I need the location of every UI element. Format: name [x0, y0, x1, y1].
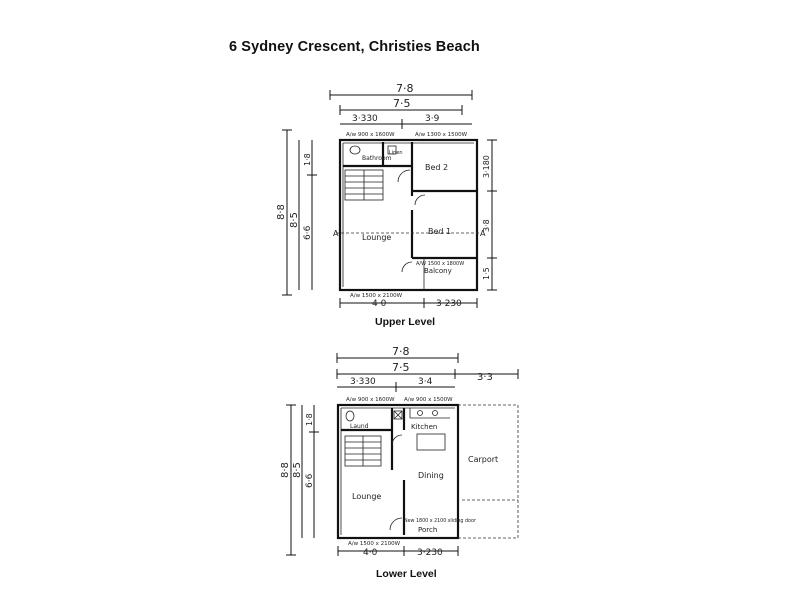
- upper-window-bottom: A/w 1500 x 2100W: [350, 293, 403, 299]
- lower-left-dimensions: 8·8 8·5 1·8 6·6: [280, 404, 319, 556]
- upper-dim-bottom-right: 3·230: [436, 299, 462, 309]
- upper-room-bed1: Bed 1: [428, 227, 451, 236]
- upper-outer-walls: [338, 138, 479, 292]
- lower-room-laundry: Laund: [350, 423, 369, 430]
- upper-right-dimensions: 3·180 3·8 1·5: [482, 139, 497, 291]
- upper-dim-right-top: 3·180: [482, 155, 491, 178]
- upper-section-mark-right: A: [480, 229, 486, 238]
- lower-room-lounge: Lounge: [352, 492, 381, 501]
- upper-window-balcony: A/W 1500 x 1800W: [416, 261, 464, 267]
- lower-dim-left-outer: 8·8: [280, 462, 291, 478]
- upper-room-lounge: Lounge: [362, 233, 391, 242]
- lower-window-porch: New 1800 x 2100 sliding door: [404, 518, 476, 524]
- upper-window-top-right: A/w 1300 x 1500W: [415, 132, 468, 138]
- upper-level-label: Upper Level: [375, 316, 436, 328]
- lower-dim-top-left: 3·330: [350, 377, 376, 387]
- lower-window-top-right: A/w 900 x 1500W: [404, 397, 453, 403]
- lower-window-top-left: A/w 900 x 1600W: [346, 397, 395, 403]
- lower-dim-top-right: 3·4: [418, 377, 433, 387]
- upper-top-dimensions: 7·8 7·5 3·330 3·9: [329, 82, 473, 129]
- lower-dim-left-top: 1·8: [305, 413, 314, 426]
- lower-top-dimensions: 7·8 7·5 3·3 3·330 3·4: [336, 345, 519, 392]
- upper-room-linen: Linen: [389, 150, 403, 156]
- lower-stairs: [344, 435, 382, 467]
- lower-level-plan: 7·8 7·5 3·3 3·330 3·4 A/w 900 x 1600W A/…: [280, 345, 519, 558]
- upper-dim-left-bottom: 6·6: [303, 225, 313, 240]
- lower-toilet-icon: [345, 410, 355, 422]
- upper-left-dimensions: 8·8 8·5 1·8 6·6: [276, 129, 317, 296]
- upper-room-balcony: Balcony: [424, 267, 452, 275]
- lower-dim-left-inner: 8·5: [292, 462, 303, 478]
- upper-dim-right-bottom: 1·5: [482, 267, 491, 280]
- lower-fridge-icon: [393, 410, 403, 420]
- upper-dim-right-mid: 3·8: [482, 219, 491, 232]
- upper-room-bathroom: Bathroom: [362, 155, 392, 162]
- lower-kitchen-island: [416, 433, 446, 451]
- upper-room-bed2: Bed 2: [425, 163, 448, 172]
- lower-dim-bottom-right: 3·230: [417, 548, 443, 558]
- lower-window-bottom: A/w 1500 x 2100W: [348, 541, 401, 547]
- upper-dim-top-left: 3·330: [352, 114, 378, 124]
- page-title: 6 Sydney Crescent, Christies Beach: [229, 39, 480, 55]
- upper-dim-top-right: 3·9: [425, 114, 440, 124]
- upper-dim-left-outer: 8·8: [276, 204, 287, 220]
- upper-toilet-icon: [349, 145, 361, 155]
- lower-dim-left-bottom: 6·6: [305, 473, 315, 488]
- upper-dim-top-inner: 7·5: [393, 97, 411, 110]
- upper-dim-left-top: 1·8: [303, 153, 312, 166]
- upper-dim-left-inner: 8·5: [289, 212, 300, 228]
- lower-dim-carport-width: 3·3: [477, 372, 493, 383]
- lower-dim-top-inner: 7·5: [392, 361, 410, 374]
- lower-room-kitchen: Kitchen: [411, 423, 437, 431]
- upper-section-mark-left: A: [333, 229, 339, 238]
- lower-dim-bottom-left: 4·0: [363, 548, 378, 558]
- lower-room-dining: Dining: [418, 471, 444, 480]
- lower-dim-top-total: 7·8: [392, 345, 410, 358]
- upper-level-plan: 7·8 7·5 3·330 3·9 A/w 900 x 1600W A/w 13…: [276, 82, 497, 309]
- lower-room-porch: Porch: [418, 526, 437, 534]
- lower-level-label: Lower Level: [376, 568, 437, 580]
- upper-dim-bottom-left: 4·0: [372, 299, 387, 309]
- lower-bottom-dimensions: 4·0 3·230: [337, 546, 459, 558]
- upper-dim-top-total: 7·8: [396, 82, 414, 95]
- lower-outer-walls: [336, 403, 460, 540]
- upper-stairs: [344, 169, 384, 201]
- lower-room-carport: Carport: [468, 455, 498, 464]
- upper-bottom-dimensions: 4·0 3·230: [339, 298, 478, 309]
- upper-window-top-left: A/w 900 x 1600W: [346, 132, 395, 138]
- lower-carport-outline: [458, 404, 519, 539]
